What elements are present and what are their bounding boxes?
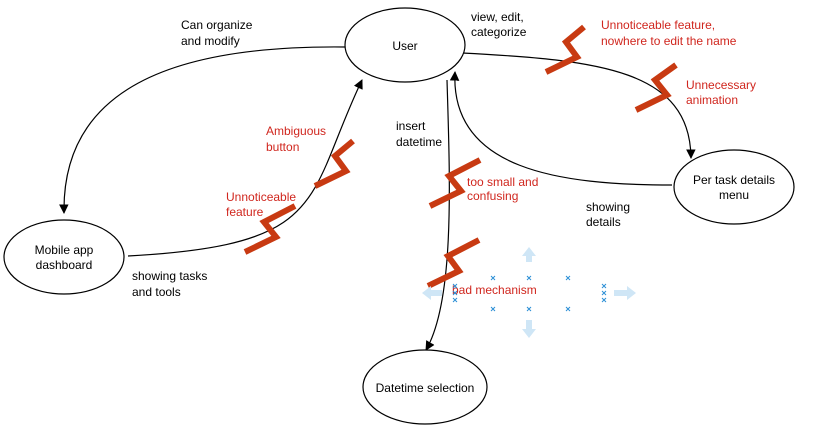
edge-label-organize-1: Can organize	[181, 18, 253, 32]
edge-label-insert-1: insert	[396, 119, 426, 133]
zigzag-mark-bad-mechanism	[426, 237, 481, 289]
ghost-arrow-down-icon	[522, 320, 536, 338]
edge-label-insert-2: datetime	[396, 135, 442, 149]
issue-label-animation-1: Unnecessary	[686, 78, 756, 92]
edge-user-to-dashboard	[59, 46, 346, 214]
selection-overlay[interactable]	[422, 247, 636, 338]
issue-label-animation-2: animation	[686, 93, 738, 107]
node-details-menu[interactable]: Per task details menu	[673, 149, 795, 225]
issue-label-unnoticeable-1: Unnoticeable	[226, 190, 296, 204]
edge-label-details-1: showing	[586, 200, 630, 214]
node-user-label: User	[392, 39, 417, 53]
issue-label-name-1: Unnoticeable feature,	[601, 18, 715, 32]
node-user[interactable]: User	[344, 7, 466, 83]
zigzag-mark-ambiguous	[313, 138, 355, 189]
edge-label-organize-2: and modify	[181, 34, 240, 48]
node-details-label-2: menu	[719, 188, 749, 202]
edge-label-details-2: details	[586, 215, 621, 229]
selection-handle-icons	[452, 275, 607, 312]
ghost-arrow-right-icon	[614, 286, 636, 300]
issue-label-too-small-2: confusing	[467, 189, 518, 203]
issue-label-unnoticeable-2: feature	[226, 205, 264, 219]
issue-label-ambiguous-1: Ambiguous	[266, 124, 326, 138]
edge-user-to-details	[461, 52, 696, 159]
issue-label-ambiguous-2: button	[266, 140, 299, 154]
node-dashboard-label-1: Mobile app	[35, 243, 94, 257]
zigzag-mark-name	[544, 24, 586, 75]
ghost-arrow-left-icon	[422, 286, 442, 300]
node-datetime[interactable]: Datetime selection	[362, 349, 488, 425]
issue-label-bad-mechanism: bad mechanism	[452, 283, 537, 297]
node-dashboard-label-2: dashboard	[36, 258, 93, 272]
issue-label-name-2: nowhere to edit the name	[601, 34, 737, 48]
zigzag-mark-too-small	[428, 157, 482, 209]
edge-dashboard-to-user	[127, 79, 363, 257]
edge-label-tasks-1: showing tasks	[132, 269, 207, 283]
zigzag-mark-animation	[634, 62, 678, 113]
node-datetime-label: Datetime selection	[376, 381, 475, 395]
zigzag-mark-unnoticeable	[243, 203, 297, 255]
edge-user-to-datetime	[425, 79, 450, 351]
edge-label-tasks-2: and tools	[132, 285, 181, 299]
ghost-arrow-up-icon	[522, 247, 536, 262]
node-dashboard[interactable]: Mobile app dashboard	[3, 219, 125, 295]
issue-label-too-small-1: too small and	[467, 175, 538, 189]
node-details-label-1: Per task details	[693, 173, 775, 187]
edge-label-view-1: view, edit,	[471, 10, 524, 24]
edge-details-to-user	[449, 71, 673, 186]
edge-label-view-2: categorize	[471, 25, 527, 39]
